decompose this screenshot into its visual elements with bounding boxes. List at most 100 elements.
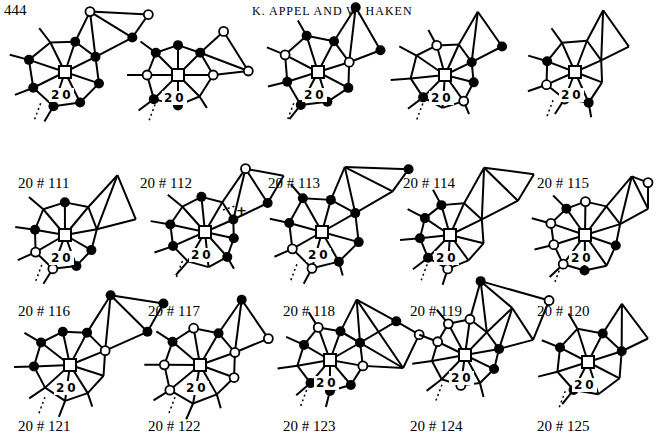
graph-edge — [90, 12, 148, 15]
black-vertex — [90, 52, 100, 62]
graph-edge — [482, 219, 484, 243]
graph-edge — [200, 97, 207, 108]
graph-edge — [355, 191, 392, 213]
white-vertex — [48, 264, 57, 273]
graph-edge — [345, 167, 409, 169]
graph-edge — [412, 361, 432, 364]
vertex-degree-label: 20 — [572, 378, 597, 392]
graph-edge — [464, 168, 484, 203]
black-vertex — [142, 327, 152, 337]
black-vertex — [436, 200, 446, 210]
graph-edge — [88, 207, 97, 229]
graph-edge — [587, 10, 603, 40]
graph-edge — [345, 167, 355, 213]
figure-caption: 20 # 124 — [410, 419, 463, 434]
vertex-degree-label: 20 — [189, 248, 214, 262]
white-vertex — [307, 264, 316, 273]
graph-edge — [472, 46, 502, 62]
dashed-edge — [176, 261, 182, 277]
figure-caption: 20 # 118 — [283, 304, 335, 319]
center-vertex — [579, 229, 591, 241]
black-vertex — [36, 338, 46, 348]
figure-caption: 20 # 112 — [140, 176, 192, 191]
black-vertex — [418, 92, 428, 102]
graph-edge — [620, 176, 632, 224]
black-vertex — [70, 37, 80, 47]
white-vertex — [101, 346, 110, 355]
page-number: 444 — [4, 3, 27, 18]
black-vertex — [494, 344, 504, 354]
graph-edge — [117, 175, 135, 219]
graph-edge — [427, 379, 442, 391]
black-vertex — [30, 225, 40, 235]
graph-edge — [59, 401, 65, 417]
white-vertex — [549, 240, 558, 249]
graph-edge — [111, 295, 164, 303]
dashed-edge — [291, 264, 297, 280]
graph-edge — [246, 169, 268, 203]
dashed-edge — [35, 103, 41, 119]
vertex-degree-label: 20 — [449, 371, 474, 385]
white-vertex — [559, 260, 568, 269]
graph-edge — [512, 308, 533, 340]
center-vertex — [444, 229, 456, 241]
graph-edge — [88, 376, 104, 393]
vertex-degree-label: 20 — [49, 251, 74, 265]
figure-caption: 20 # 115 — [537, 176, 589, 191]
black-vertex — [611, 240, 621, 250]
white-vertex — [241, 164, 250, 173]
white-vertex — [465, 315, 474, 324]
black-vertex — [29, 361, 39, 371]
graph-edge — [538, 372, 557, 377]
black-vertex — [82, 328, 92, 338]
graph-edge — [606, 206, 620, 224]
graph-edge — [341, 331, 404, 368]
graph-edge — [484, 168, 534, 174]
white-vertex — [143, 70, 152, 79]
graph-edge — [235, 300, 242, 353]
black-vertex — [222, 252, 232, 262]
graph-edge — [481, 281, 487, 332]
graph-edge — [233, 203, 267, 219]
graph-edge — [105, 295, 110, 350]
center-vertex — [582, 356, 594, 368]
configuration-graph — [144, 295, 273, 420]
black-vertex — [106, 290, 116, 300]
black-vertex — [299, 340, 309, 350]
graph-edge — [484, 168, 518, 201]
dashed-edge — [436, 385, 442, 401]
vertex-degree-label: 20 — [434, 251, 459, 265]
graph-edge — [363, 366, 403, 368]
white-vertex — [314, 323, 323, 332]
graph-edge — [357, 300, 397, 322]
configuration-graph — [391, 12, 507, 120]
black-vertex — [346, 380, 356, 390]
configuration-graph — [532, 176, 653, 282]
graph-edge — [499, 308, 512, 349]
graph-edge — [464, 203, 482, 219]
graph-edge — [601, 10, 603, 60]
graph-edge — [478, 12, 502, 47]
dashed-edge — [149, 104, 155, 120]
black-vertex — [60, 197, 70, 207]
white-vertex — [288, 244, 297, 253]
center-vertex — [59, 66, 71, 78]
black-vertex — [151, 48, 161, 58]
configuration-graph — [127, 27, 253, 121]
white-vertex — [432, 41, 441, 50]
black-vertex — [617, 346, 627, 356]
black-vertex — [173, 40, 183, 50]
black-vertex — [326, 195, 336, 205]
black-vertex — [165, 219, 175, 229]
black-vertex — [168, 241, 178, 251]
figure-caption: 20 # 114 — [403, 176, 455, 191]
black-vertex — [94, 78, 104, 88]
black-vertex — [489, 364, 499, 374]
white-vertex — [244, 67, 253, 76]
dashed-edge — [301, 390, 307, 406]
black-vertex — [28, 83, 38, 93]
vertex-degree-label: 20 — [54, 381, 79, 395]
black-vertex — [127, 33, 137, 43]
graph-edge — [481, 281, 549, 300]
black-vertex — [196, 192, 206, 202]
